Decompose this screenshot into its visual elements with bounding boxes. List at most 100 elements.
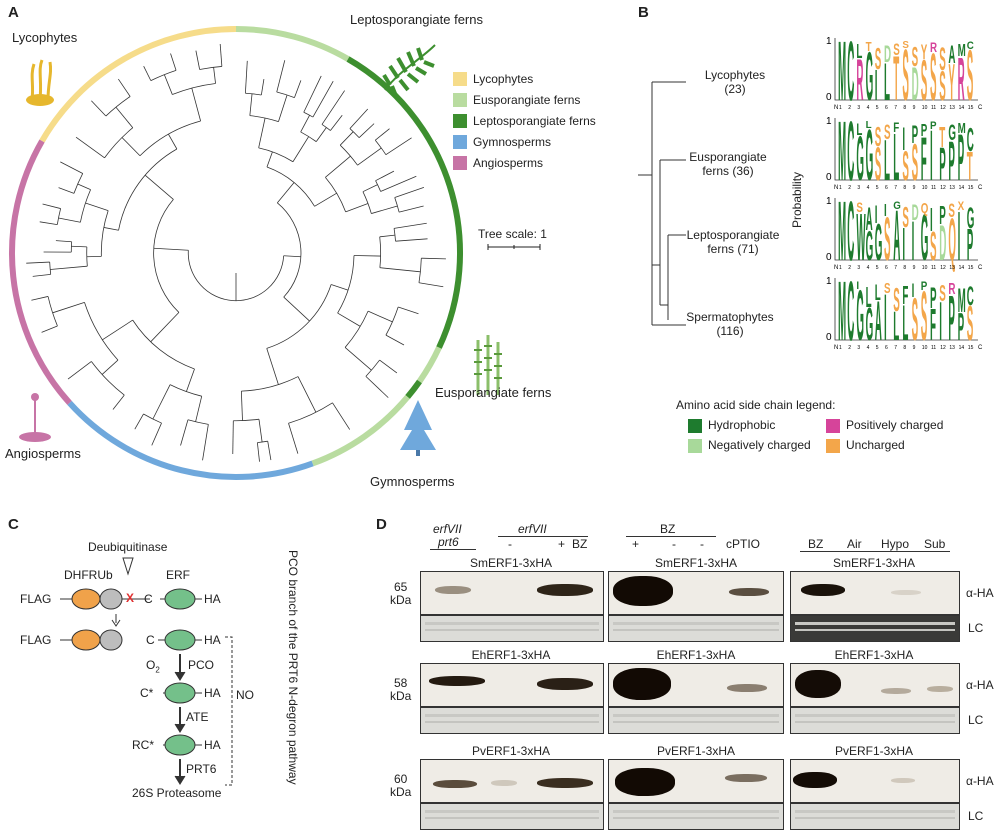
logo-letter: D	[912, 201, 919, 226]
logo-ytick: 1	[826, 36, 832, 47]
logo-letter: S	[930, 224, 937, 269]
logo-position: 14	[959, 345, 965, 351]
protein-label: PvERF1-3xHA	[834, 744, 914, 758]
logo-position: 8	[903, 185, 906, 191]
legend-label: Hydrophobic	[708, 418, 776, 432]
logo-position: 11	[931, 345, 936, 351]
no-label: NO	[236, 688, 254, 702]
legend-swatch	[453, 135, 467, 149]
logo-letter: R	[948, 280, 955, 298]
logo-position: 1	[839, 105, 842, 111]
loading-control	[790, 707, 960, 734]
logo-letter: I	[902, 220, 905, 271]
protein-label: SmERF1-3xHA	[654, 556, 737, 570]
logo-n-terminus: N	[834, 345, 838, 351]
logo-letter: Q	[921, 200, 929, 217]
clade-arc	[417, 346, 442, 384]
clade-arc	[39, 26, 237, 143]
kda-marker: 65	[394, 580, 408, 594]
logo-letter: M	[838, 264, 846, 358]
legend-label: Lycophytes	[473, 72, 534, 86]
logo-position: 11	[931, 265, 936, 271]
horsetail-icon	[474, 335, 502, 395]
legend-swatch	[453, 72, 467, 86]
logo-letter: T	[967, 144, 973, 189]
header-sub: Sub	[924, 537, 946, 551]
clade-spermatophytes: Spermatophytes(116)	[686, 310, 774, 338]
rcstar-label: RC*	[132, 738, 155, 752]
protein-label: PvERF1-3xHA	[471, 744, 551, 758]
logo-letter: S	[902, 36, 909, 117]
logo-ytick: 0	[826, 252, 832, 263]
legend-swatch-uncharged	[826, 439, 840, 453]
kda-marker: 58	[394, 676, 408, 690]
logo-letter: M	[958, 282, 966, 320]
loading-control	[790, 615, 960, 642]
o2-label: O2	[146, 658, 160, 675]
tree-branches	[26, 43, 446, 462]
clade-arc	[235, 26, 350, 62]
cstar-label: C*	[140, 686, 154, 700]
logo-letter: P	[948, 130, 955, 193]
logo-ytick: 0	[826, 332, 832, 343]
loading-control	[608, 615, 784, 642]
header-minus-2: -	[672, 537, 676, 551]
logo-letter: Q	[948, 207, 956, 274]
logo-letter: I	[939, 291, 942, 352]
logo-letter: S	[902, 40, 909, 51]
logo-letter: I	[884, 201, 887, 221]
label-leptosporangiate: Leptosporangiate ferns	[350, 12, 483, 27]
logo-letter: M	[838, 184, 846, 278]
logo-position: 6	[885, 265, 888, 271]
logo-ytick: 1	[826, 116, 832, 127]
label-angiosperms: Angiosperms	[5, 446, 81, 461]
western-blot	[420, 663, 604, 707]
legend-label: Eusporangiate ferns	[473, 93, 581, 107]
logo-letter: P	[921, 121, 928, 141]
kda-unit: kDa	[390, 785, 412, 799]
logo-letter: G	[866, 40, 874, 116]
header-underline	[626, 536, 716, 537]
legend-label: Positively charged	[846, 418, 944, 432]
pathway-diagram	[60, 557, 233, 786]
logo-letter: G	[948, 121, 956, 146]
logo-position: 9	[913, 345, 916, 351]
legend-label: Angiosperms	[473, 156, 544, 170]
logo-letter: F	[930, 300, 936, 350]
logo-position: 7	[894, 185, 897, 191]
logo-ylabel: Probability	[790, 171, 804, 228]
logo-position: 7	[894, 265, 897, 271]
kda-unit: kDa	[390, 593, 412, 607]
logo-letter: S	[921, 277, 928, 355]
legend-swatch	[453, 156, 467, 170]
logo-n-terminus: N	[834, 105, 838, 111]
logo-letter: L	[856, 41, 862, 63]
loading-control	[420, 707, 604, 734]
logo-letter: L	[856, 119, 862, 139]
logo-letter: I	[930, 116, 933, 196]
logo-letter: L	[866, 280, 872, 313]
cleavage-mark: X	[126, 591, 135, 605]
logo-letter: S	[967, 36, 974, 116]
logo-letter: S	[856, 199, 863, 215]
logo-letter: Y	[948, 53, 955, 111]
logo-letter: S	[939, 280, 946, 306]
logo-position: 14	[959, 265, 965, 271]
logo-letter: S	[875, 122, 882, 153]
logo-position: 4	[867, 345, 870, 351]
logo-letter: L	[884, 53, 890, 113]
legend-swatch-positive	[826, 419, 840, 433]
flag-label-2: FLAG	[20, 633, 52, 647]
logo-letter: C	[967, 41, 975, 53]
western-blot	[790, 571, 960, 615]
logo-letter: I	[958, 197, 961, 275]
logo-letter: A	[866, 203, 873, 238]
logo-position: 4	[867, 185, 870, 191]
header-minus-3: -	[700, 537, 704, 551]
loading-control	[608, 803, 784, 830]
logo-letter: P	[930, 281, 937, 315]
logo-letter: D	[884, 40, 891, 67]
logo-position: 7	[894, 345, 897, 351]
western-blot	[608, 663, 784, 707]
